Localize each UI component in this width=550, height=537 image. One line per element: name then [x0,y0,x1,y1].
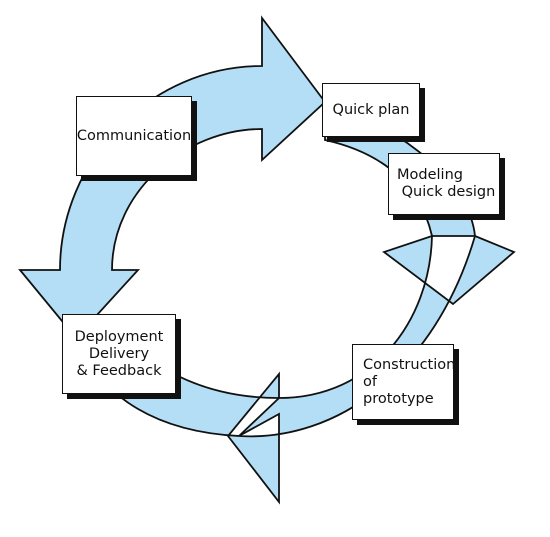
stage-box-communication: Communication [76,96,192,176]
stage-label-modeling: Modeling Quick design [397,167,496,200]
stage-label-construction: Construction of prototype [363,356,456,407]
stage-label-communication: Communication [76,127,192,144]
stage-box-deployment: Deployment Delivery & Feedback [62,314,176,394]
cycle-ring [18,15,516,505]
stage-box-quick-plan: Quick plan [322,83,420,137]
stage-box-modeling: Modeling Quick design [388,153,500,215]
stage-label-quick-plan: Quick plan [332,101,410,118]
stage-label-deployment: Deployment Delivery & Feedback [74,328,164,379]
stage-box-construction: Construction of prototype [352,344,456,420]
